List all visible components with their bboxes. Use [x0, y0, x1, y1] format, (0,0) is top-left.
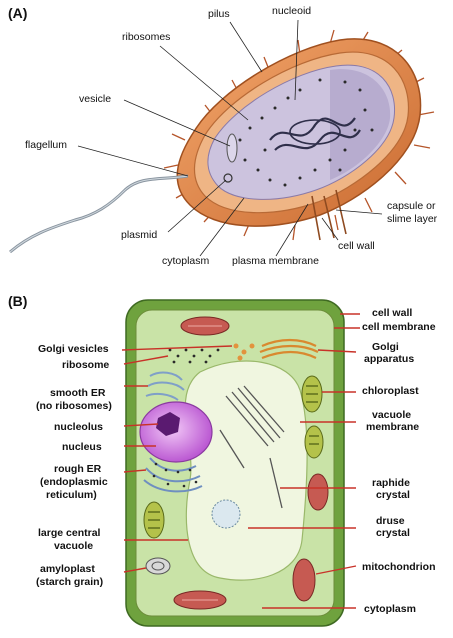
label-pilus: pilus [208, 8, 230, 20]
label-b-raphide-1: raphide [372, 477, 410, 489]
central-vacuole [184, 360, 308, 581]
label-plasma-membrane: plasma membrane [232, 255, 319, 267]
nucleolus [156, 412, 180, 436]
ribosome-dots-b [168, 348, 220, 364]
druse-crystal [211, 499, 241, 529]
label-b-amyloplast-2: (starch grain) [36, 576, 103, 588]
rough-er [143, 457, 203, 493]
label-b-vacuole-membrane-2: membrane [366, 421, 419, 433]
label-b-rough-er-3: reticulum) [46, 489, 97, 501]
panel-b-letter: (B) [8, 293, 27, 309]
label-cell-wall: cell wall [338, 240, 375, 252]
panel-b-labels: cell wall cell membrane Golgi vesicles G… [36, 307, 436, 615]
cytoplasm-shadow [330, 69, 391, 180]
panel-b-leaders [121, 313, 360, 609]
rough-er-ribosomes [152, 462, 198, 488]
label-plasmid: plasmid [121, 229, 157, 241]
wall-layers-cut [311, 189, 347, 241]
golgi-vesicles [233, 343, 255, 361]
label-b-raphide-2: crystal [376, 489, 410, 501]
golgi-apparatus [259, 338, 319, 360]
label-b-nucleus: nucleus [62, 441, 102, 453]
label-nucleoid: nucleoid [272, 5, 311, 17]
smooth-er [145, 371, 185, 401]
label-capsule-2: slime layer [387, 213, 438, 225]
plasmid [223, 173, 233, 183]
label-b-cytoplasm: cytoplasm [364, 603, 416, 615]
label-flagellum: flagellum [25, 139, 67, 151]
amyloplast [145, 557, 171, 575]
label-b-vacuole-membrane-1: vacuole [372, 409, 411, 421]
nucleoid-loop [289, 119, 341, 145]
label-b-chloroplast: chloroplast [362, 385, 419, 397]
nucleoid-dna [269, 117, 361, 151]
label-b-cell-wall: cell wall [372, 307, 412, 319]
label-b-cell-membrane: cell membrane [362, 321, 436, 333]
label-b-druse-2: crystal [376, 527, 410, 539]
label-b-rough-er-1: rough ER [54, 463, 102, 475]
amyloplast-core [151, 561, 165, 571]
label-b-druse-1: druse [376, 515, 405, 527]
label-b-rough-er-2: (endoplasmic [40, 476, 108, 488]
panel-a-leaders [77, 19, 383, 257]
panel-a-labels: pilus nucleoid ribosomes vesicle flagell… [25, 5, 438, 267]
label-b-mitochondrion: mitochondrion [362, 561, 436, 573]
flagellum [9, 174, 189, 254]
flagellum-highlight [9, 175, 189, 253]
label-b-nucleolus: nucleolus [54, 421, 103, 433]
label-b-smooth-er-2: (no ribosomes) [36, 400, 112, 412]
label-b-smooth-er-1: smooth ER [50, 387, 106, 399]
label-b-ribosome: ribosome [62, 359, 109, 371]
mitochondria [173, 316, 329, 610]
label-vesicle: vesicle [79, 93, 111, 105]
label-b-large-vacuole-2: vacuole [54, 540, 93, 552]
vesicle [226, 133, 238, 163]
label-b-golgi-2: apparatus [364, 353, 414, 365]
label-b-large-vacuole-1: large central [38, 527, 101, 539]
label-ribosomes: ribosomes [122, 31, 170, 43]
label-b-golgi-1: Golgi [372, 341, 399, 353]
label-capsule-1: capsule or [387, 200, 436, 212]
panel-a-letter: (A) [8, 5, 27, 21]
bacterium-illustration [9, 29, 435, 254]
label-b-golgi-vesicles: Golgi vesicles [38, 343, 109, 355]
label-b-amyloplast-1: amyloplast [40, 563, 95, 575]
chloroplasts [143, 375, 324, 539]
label-cytoplasm: cytoplasm [162, 255, 210, 267]
raphide-crystal [219, 385, 285, 509]
